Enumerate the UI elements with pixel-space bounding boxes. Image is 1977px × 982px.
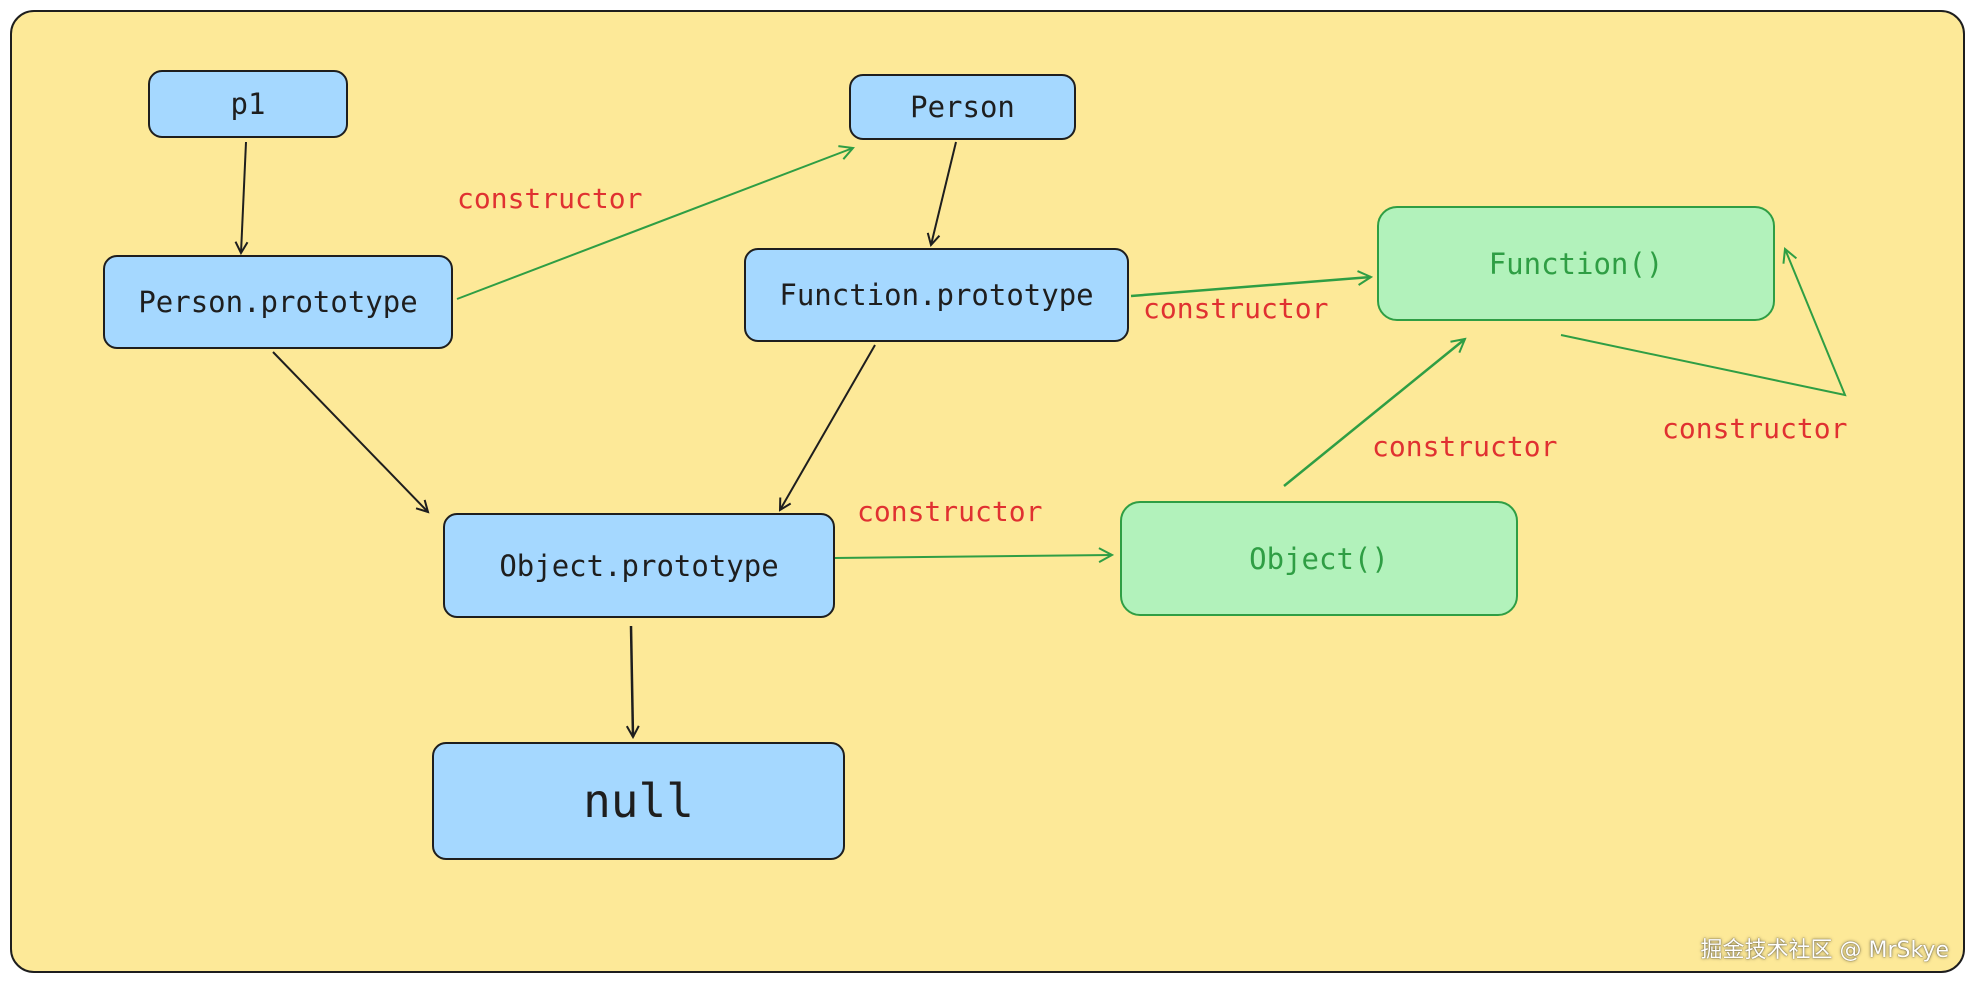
node-object-prototype: Object.prototype xyxy=(443,513,835,618)
node-person-prototype: Person.prototype xyxy=(103,255,453,349)
arrow-person-prototype-constructor xyxy=(456,148,853,300)
node-p1: p1 xyxy=(148,70,348,138)
arrow-function-prototype-to-object-prototype xyxy=(780,344,876,510)
arrow-p1-to-person-prototype xyxy=(241,141,246,253)
label-constructor-object: constructor xyxy=(857,495,1043,528)
diagram-canvas xyxy=(10,10,1965,973)
arrow-person-to-function-prototype xyxy=(931,141,957,245)
node-function-constructor: Function() xyxy=(1377,206,1775,321)
arrow-function-ctor-self-constructor xyxy=(1560,249,1847,397)
label-constructor-function: constructor xyxy=(1143,292,1329,325)
node-object-constructor: Object() xyxy=(1120,501,1518,616)
label-constructor-person: constructor xyxy=(457,182,643,215)
arrow-object-prototype-constructor xyxy=(833,555,1112,558)
watermark: 掘金技术社区 @ MrSkye xyxy=(1700,938,1950,963)
node-null: null xyxy=(432,742,845,860)
node-function-prototype: Function.prototype xyxy=(744,248,1129,342)
arrow-function-prototype-constructor xyxy=(1130,277,1371,298)
arrow-object-prototype-to-null xyxy=(631,625,633,737)
arrow-person-prototype-to-object-prototype xyxy=(272,351,428,512)
arrow-object-ctor-constructor xyxy=(1283,339,1465,487)
node-person: Person xyxy=(849,74,1076,140)
label-constructor-object-to-function: constructor xyxy=(1372,430,1558,463)
label-constructor-function-self: constructor xyxy=(1662,412,1848,445)
